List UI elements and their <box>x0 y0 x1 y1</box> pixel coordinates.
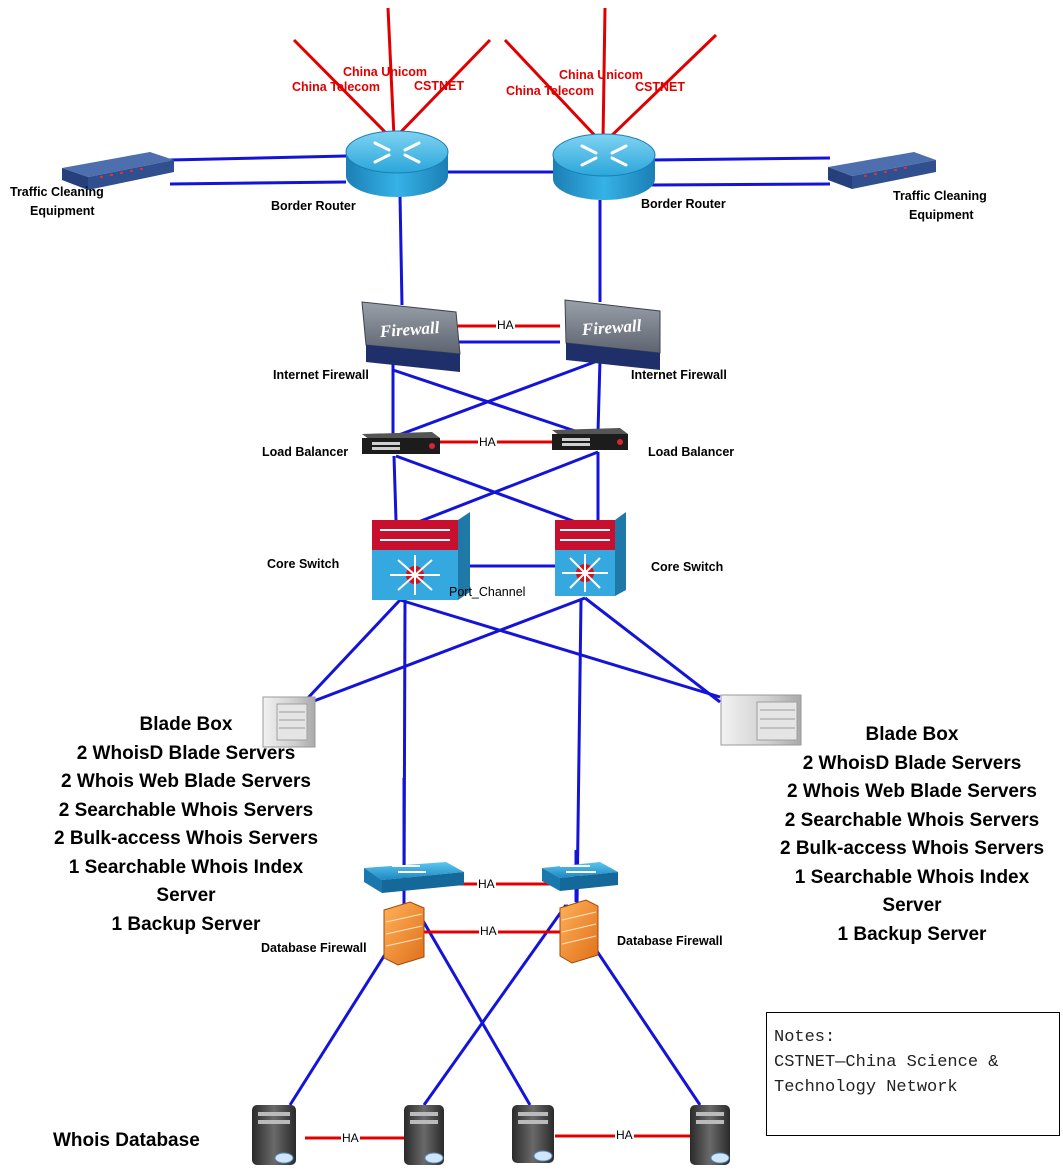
isp-lines-left <box>292 7 492 139</box>
load-balancer-right-label: Load Balancer <box>648 445 735 459</box>
isp-label-telecom-left: China Telecom <box>292 80 380 94</box>
blade-left-line: Blade Box <box>139 714 233 735</box>
core-switch-left-label: Core Switch <box>267 557 340 571</box>
blade-left-line: 2 Whois Web Blade Servers <box>61 771 311 792</box>
blade-right-line: Server <box>882 895 942 916</box>
isp-label-unicom-left: China Unicom <box>343 65 428 79</box>
blade-right-line: 2 Searchable Whois Servers <box>784 809 1040 831</box>
internet-firewall-right-icon: Firewall <box>564 299 661 370</box>
database-firewall-right-label: Database Firewall <box>617 934 723 948</box>
ha-label-firewall: HA <box>496 318 515 332</box>
load-balancer-right-icon <box>552 428 628 450</box>
ha-label-database-1: HA <box>341 1131 360 1145</box>
core-switch-left-icon <box>372 512 470 600</box>
blade-box-left-icon <box>262 696 316 748</box>
database-server-1-icon <box>252 1105 296 1165</box>
blade-right-line: Blade Box <box>865 724 959 745</box>
border-router-right-label: Border Router <box>641 197 726 211</box>
blade-right-line: 1 Backup Server <box>837 923 987 945</box>
core-switch-right-label: Core Switch <box>651 560 724 574</box>
border-router-right-icon <box>552 133 656 200</box>
database-server-4-icon <box>690 1105 730 1165</box>
access-switch-right-icon <box>542 862 618 891</box>
internet-firewall-left-label: Internet Firewall <box>273 368 369 382</box>
database-server-2-icon <box>404 1105 444 1165</box>
network-links <box>169 154 831 1106</box>
ha-label-database-firewall: HA <box>479 924 498 938</box>
isp-label-unicom-right: China Unicom <box>559 68 644 82</box>
load-balancer-left-label: Load Balancer <box>262 445 349 459</box>
blade-box-left-text: Blade Box 2 WhoisD Blade Servers 2 Whois… <box>0 711 372 939</box>
blade-right-line: 2 WhoisD Blade Servers <box>802 752 1022 774</box>
isp-lines-right <box>503 7 718 143</box>
border-router-left-label: Border Router <box>271 199 356 213</box>
isp-label-cstnet-right: CSTNET <box>635 80 685 94</box>
blade-left-line: 1 Searchable Whois Index <box>68 856 304 878</box>
blade-box-right-icon <box>720 694 802 746</box>
database-firewall-left-label: Database Firewall <box>261 941 367 955</box>
notes-box: Notes: CSTNET—China Science & Technology… <box>766 1012 1060 1136</box>
blade-left-line: Server <box>156 885 216 906</box>
traffic-cleaning-right-label-line2: Equipment <box>909 208 974 222</box>
notes-title: Notes: <box>774 1028 836 1047</box>
whois-database-label: Whois Database <box>53 1130 200 1151</box>
access-switch-left-icon <box>364 862 464 893</box>
load-balancer-left-icon <box>362 432 440 454</box>
ha-label-access-switch: HA <box>477 877 496 891</box>
core-switch-right-icon <box>555 512 626 596</box>
traffic-cleaning-left-icon <box>62 152 174 190</box>
database-firewall-right-icon <box>559 899 599 964</box>
notes-line: CSTNET—China Science & <box>774 1053 999 1072</box>
firewall-brand-text: Firewall <box>378 318 440 341</box>
isp-label-telecom-right: China Telecom <box>506 84 594 98</box>
ha-label-database-2: HA <box>615 1128 634 1142</box>
blade-left-line: 2 WhoisD Blade Servers <box>76 742 296 764</box>
blade-left-line: 2 Bulk-access Whois Servers <box>53 828 319 849</box>
traffic-cleaning-right-label-line1: Traffic Cleaning <box>893 189 987 203</box>
blade-left-line: 2 Searchable Whois Servers <box>58 799 314 821</box>
border-router-left-icon <box>345 130 449 197</box>
blade-right-line: 2 Whois Web Blade Servers <box>787 781 1037 802</box>
traffic-cleaning-left-label-line2: Equipment <box>30 204 95 218</box>
blade-left-line: 1 Backup Server <box>111 913 261 935</box>
firewall-brand-text: Firewall <box>580 316 642 339</box>
traffic-cleaning-left-label-line1: Traffic Cleaning <box>10 185 104 199</box>
port-channel-label: Port_Channel <box>449 585 526 599</box>
isp-label-cstnet-left: CSTNET <box>414 79 464 93</box>
blade-box-right-text: Blade Box 2 WhoisD Blade Servers 2 Whois… <box>727 721 1063 949</box>
blade-right-line: 1 Searchable Whois Index <box>794 866 1030 888</box>
blade-right-line: 2 Bulk-access Whois Servers <box>779 838 1045 859</box>
internet-firewall-left-icon: Firewall <box>361 301 461 372</box>
notes-line: Technology Network <box>774 1078 958 1097</box>
database-server-3-icon <box>512 1105 554 1163</box>
traffic-cleaning-right-icon <box>828 152 936 189</box>
database-firewall-left-icon <box>383 901 425 966</box>
ha-label-load-balancer: HA <box>478 435 497 449</box>
internet-firewall-right-label: Internet Firewall <box>631 368 727 382</box>
